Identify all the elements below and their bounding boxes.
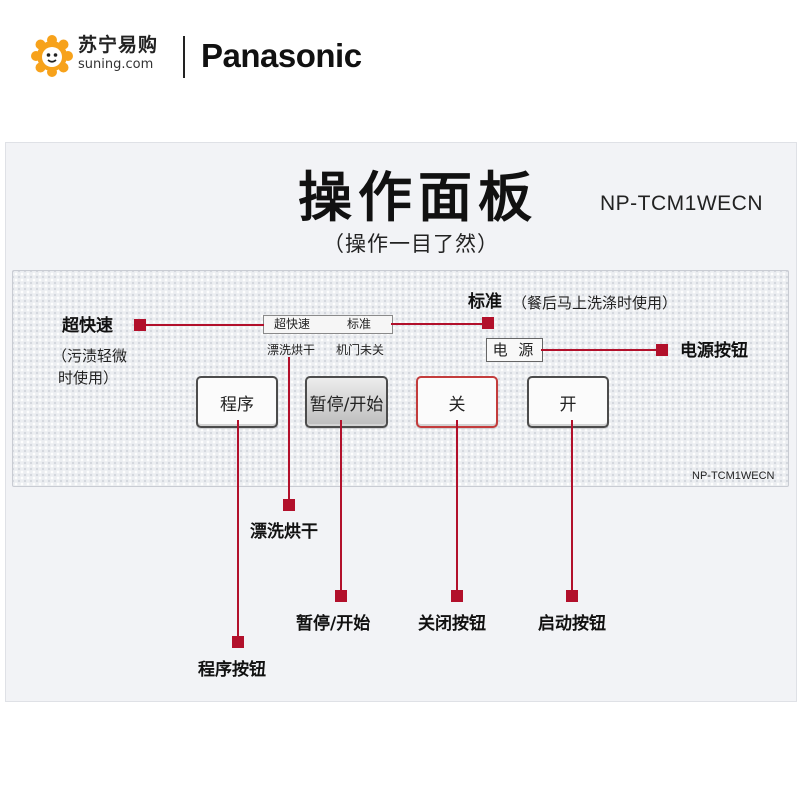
- standard-callout-label: 标准: [468, 292, 502, 312]
- suning-lion-logo-icon: [31, 35, 73, 77]
- fast-callout-note-1: （污渍轻微: [52, 347, 128, 365]
- pause-start-leader-line: [340, 420, 342, 593]
- fast-leader-line: [146, 324, 264, 326]
- off-button-callout-label: 关闭按钮: [418, 614, 486, 634]
- rinse-dry-marker: [283, 499, 295, 511]
- on-marker: [566, 590, 578, 602]
- model-number: NP-TCM1WECN: [600, 192, 763, 215]
- program-button[interactable]: 程序: [196, 376, 278, 428]
- mode-indicator-box: 超快速 标准: [263, 315, 393, 334]
- fast-callout-note-2: 时使用）: [58, 369, 119, 387]
- standard-marker: [482, 317, 494, 329]
- page-title: 操作面板: [298, 166, 538, 229]
- pause-start-marker: [335, 590, 347, 602]
- pause-start-callout-label: 暂停/开始: [296, 614, 371, 634]
- standard-leader-line: [391, 323, 483, 325]
- power-panel-label: 电 源: [486, 338, 543, 362]
- program-marker: [232, 636, 244, 648]
- on-leader-line: [571, 420, 573, 593]
- door-open-indicator-label: 机门未关: [336, 343, 385, 357]
- standard-callout-note: （餐后马上洗涤时使用）: [512, 294, 678, 312]
- control-panel: [12, 270, 789, 487]
- start-button-callout-label: 启动按钮: [538, 614, 606, 634]
- brand-divider: [183, 36, 185, 78]
- fast-marker: [134, 319, 146, 331]
- brand-name-cn: 苏宁易购: [78, 34, 159, 56]
- off-marker: [451, 590, 463, 602]
- rinse-dry-indicator-label: 漂洗烘干: [267, 343, 316, 357]
- rinse-dry-callout-label: 漂洗烘干: [250, 522, 318, 542]
- on-button[interactable]: 开: [527, 376, 609, 428]
- panel-model-label: NP-TCM1WECN: [692, 470, 775, 482]
- fast-callout-label: 超快速: [62, 316, 113, 336]
- program-leader-line: [237, 420, 239, 638]
- mode-standard-label: 标准: [347, 317, 372, 331]
- program-button-callout-label: 程序按钮: [198, 660, 266, 680]
- panasonic-logo: Panasonic: [201, 37, 362, 74]
- power-leader-line: [541, 349, 657, 351]
- power-marker: [656, 344, 668, 356]
- rinse-dry-leader-line: [288, 357, 290, 502]
- page-subtitle: （操作一目了然）: [323, 232, 499, 256]
- mode-fast-label: 超快速: [274, 317, 311, 331]
- pause-start-button[interactable]: 暂停/开始: [305, 376, 388, 428]
- power-button-callout-label: 电源按钮: [680, 341, 748, 361]
- off-leader-line: [456, 420, 458, 593]
- brand-url: suning.com: [78, 57, 154, 72]
